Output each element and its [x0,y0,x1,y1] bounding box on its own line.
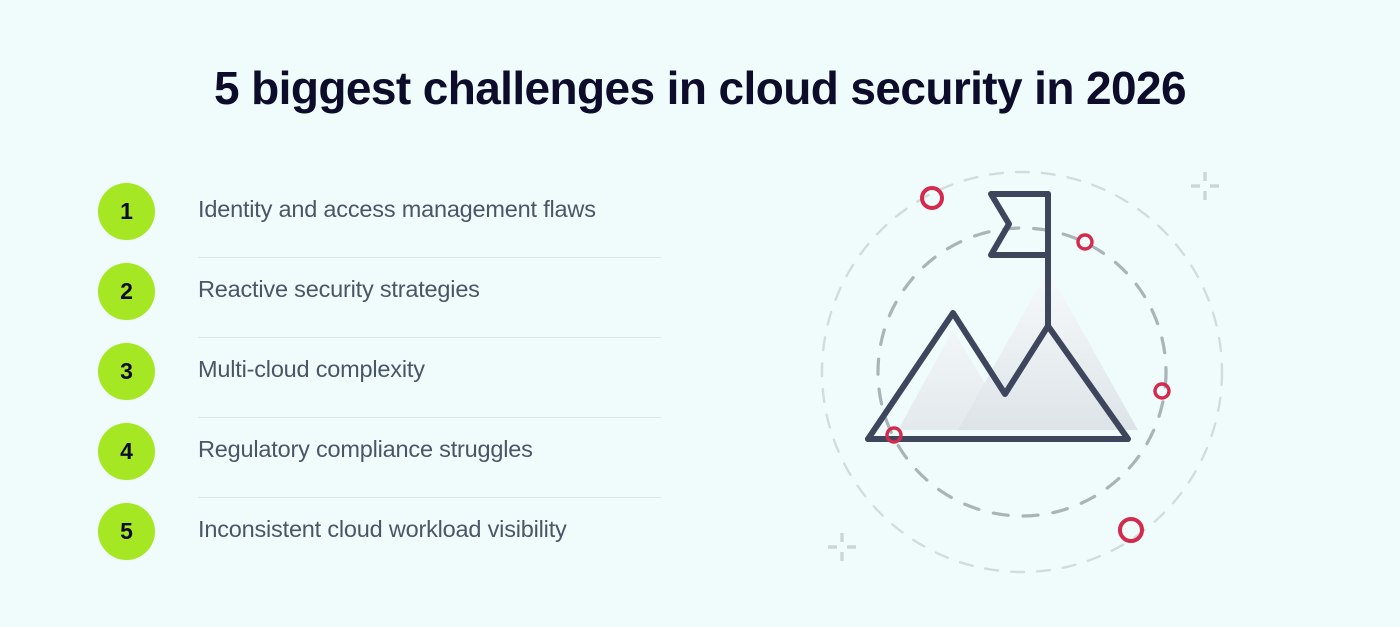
list-item: 2 Reactive security strategies [98,258,668,338]
list-item-label: Regulatory compliance struggles [198,436,533,462]
cross-bottom-left-icon [828,533,856,561]
list-item-divider [198,417,661,418]
list-item-divider [198,497,661,498]
list-item: 4 Regulatory compliance struggles [98,418,668,498]
list-item-label: Inconsistent cloud workload visibility [198,516,567,542]
list-item-number-badge: 1 [98,183,155,240]
mountain-outline-right [865,323,1131,442]
list-item-number-badge: 4 [98,423,155,480]
list-item-number-badge: 5 [98,503,155,560]
marker-top-left-icon [920,186,944,210]
mountain-outline [865,310,1051,442]
list-item-number-badge: 2 [98,263,155,320]
marker-left-icon [885,426,903,444]
marker-right-icon [1153,382,1171,400]
cross-top-right-icon [1191,172,1219,200]
list-item-divider [198,257,661,258]
inner-dashed-circle [876,226,1168,518]
list-item-label: Identity and access management flaws [198,196,596,222]
list-item-label: Reactive security strategies [198,276,480,302]
challenges-list: 1 Identity and access management flaws 2… [98,178,668,578]
mountain-peak-with-flag-illustration [800,150,1240,590]
flag-banner [988,191,1051,258]
list-item: 3 Multi-cloud complexity [98,338,668,418]
outer-dashed-circle [820,170,1224,574]
list-item: 1 Identity and access management flaws [98,178,668,258]
list-item-label: Multi-cloud complexity [198,356,425,382]
marker-bottom-right-icon [1118,517,1144,543]
list-item: 5 Inconsistent cloud workload visibility [98,498,668,578]
marker-top-right-icon [1076,233,1094,251]
list-item-divider [198,337,661,338]
list-item-number-badge: 3 [98,343,155,400]
page-title: 5 biggest challenges in cloud security i… [214,62,1187,114]
